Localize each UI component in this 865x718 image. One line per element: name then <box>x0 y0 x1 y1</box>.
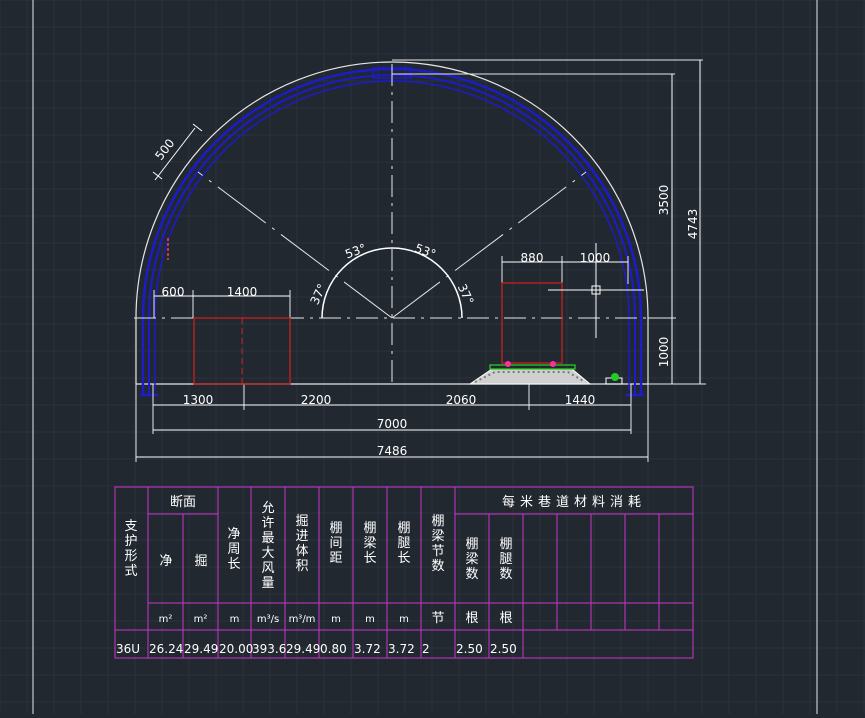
right-equipment-box <box>501 282 563 364</box>
data-cell: 29.49 <box>286 642 320 656</box>
angle-37-right: 37° <box>455 282 477 307</box>
angle-37-left: 37° <box>308 282 330 307</box>
dim-880: 880 <box>521 251 544 265</box>
header-net-perimeter: 净周长 <box>227 527 240 572</box>
unit-cell: m <box>365 614 375 625</box>
dim-600: 600 <box>162 285 185 299</box>
data-cell: 2.50 <box>490 642 517 656</box>
data-cell: 2.50 <box>456 642 483 656</box>
unit-cell: m <box>331 614 341 625</box>
header-beam-length: 棚梁长 <box>363 521 376 566</box>
data-cell: 20.00 <box>219 642 253 656</box>
track-ballast <box>468 361 623 385</box>
dim-7000: 7000 <box>377 417 408 431</box>
dim-7486: 7486 <box>377 444 408 458</box>
data-cell: 26.24 <box>149 642 183 656</box>
units-row: m² m² m m³/s m³/m m m m 节 根 根 <box>159 611 513 626</box>
header-leg-length: 棚腿长 <box>397 521 410 566</box>
material-table: 支护形式 断面 净 掘 净周长 允许最大风量 掘进体积 棚间距 棚梁长 棚腿长 … <box>114 486 694 659</box>
data-cell: 3.72 <box>388 642 415 656</box>
dim-500: 500 <box>152 136 177 163</box>
excavation-outline <box>135 61 649 384</box>
data-cell: 29.49 <box>184 642 218 656</box>
table-text: 支护形式 断面 净 掘 净周长 允许最大风量 掘进体积 棚间距 棚梁长 棚腿长 … <box>124 494 646 591</box>
unit-cell: 根 <box>465 611 478 626</box>
dim-2060: 2060 <box>446 393 477 407</box>
dim-2200: 2200 <box>301 393 332 407</box>
angle-53-left: 53° <box>343 241 368 261</box>
unit-cell: m² <box>194 614 208 625</box>
header-section: 断面 <box>170 495 196 510</box>
header-shed-spacing: 棚间距 <box>329 521 342 566</box>
data-cell: 0.80 <box>320 642 347 656</box>
construction-lines <box>134 59 706 462</box>
support-type-value: 36U <box>116 642 140 656</box>
unit-cell: m <box>399 614 409 625</box>
unit-cell: 根 <box>499 611 512 626</box>
dimension-lines <box>136 60 701 458</box>
table-grid <box>114 486 694 659</box>
dim-1000-right: 1000 <box>657 337 671 368</box>
dim-4743: 4743 <box>686 209 700 240</box>
dim-1000-top: 1000 <box>580 251 611 265</box>
unit-cell: m <box>230 614 240 625</box>
dim-1300: 1300 <box>183 393 214 407</box>
data-cell: 2 <box>422 642 430 656</box>
angle-53-right: 53° <box>413 241 438 261</box>
dim-1400: 1400 <box>227 285 258 299</box>
viewport-frame <box>32 0 818 714</box>
data-cell: 3.72 <box>354 642 381 656</box>
header-beam-sections: 棚梁节数 <box>431 514 444 574</box>
unit-cell: m² <box>159 614 173 625</box>
header-leg-count: 棚腿数 <box>499 537 512 582</box>
data-cell: 393.6 <box>252 642 286 656</box>
header-max-airflow: 允许最大风量 <box>261 500 274 591</box>
header-excavation-volume: 掘进体积 <box>295 514 308 574</box>
cad-crosshair-cursor <box>548 243 644 338</box>
dim-1440: 1440 <box>565 393 596 407</box>
unit-cell: 节 <box>431 611 444 626</box>
angle-arcs <box>321 247 463 319</box>
dim-3500: 3500 <box>657 185 671 216</box>
unit-cell: m³/s <box>257 614 279 625</box>
header-support-type: 支护形式 <box>124 519 137 579</box>
dimension-labels: 500 600 1400 880 1000 1300 2200 2060 144… <box>152 136 700 458</box>
header-beam-count: 棚梁数 <box>465 537 478 582</box>
header-net: 净 <box>159 554 172 569</box>
header-material: 每米巷道材料消耗 <box>502 494 646 510</box>
header-excavation: 掘 <box>194 554 207 569</box>
unit-cell: m³/m <box>289 614 316 625</box>
